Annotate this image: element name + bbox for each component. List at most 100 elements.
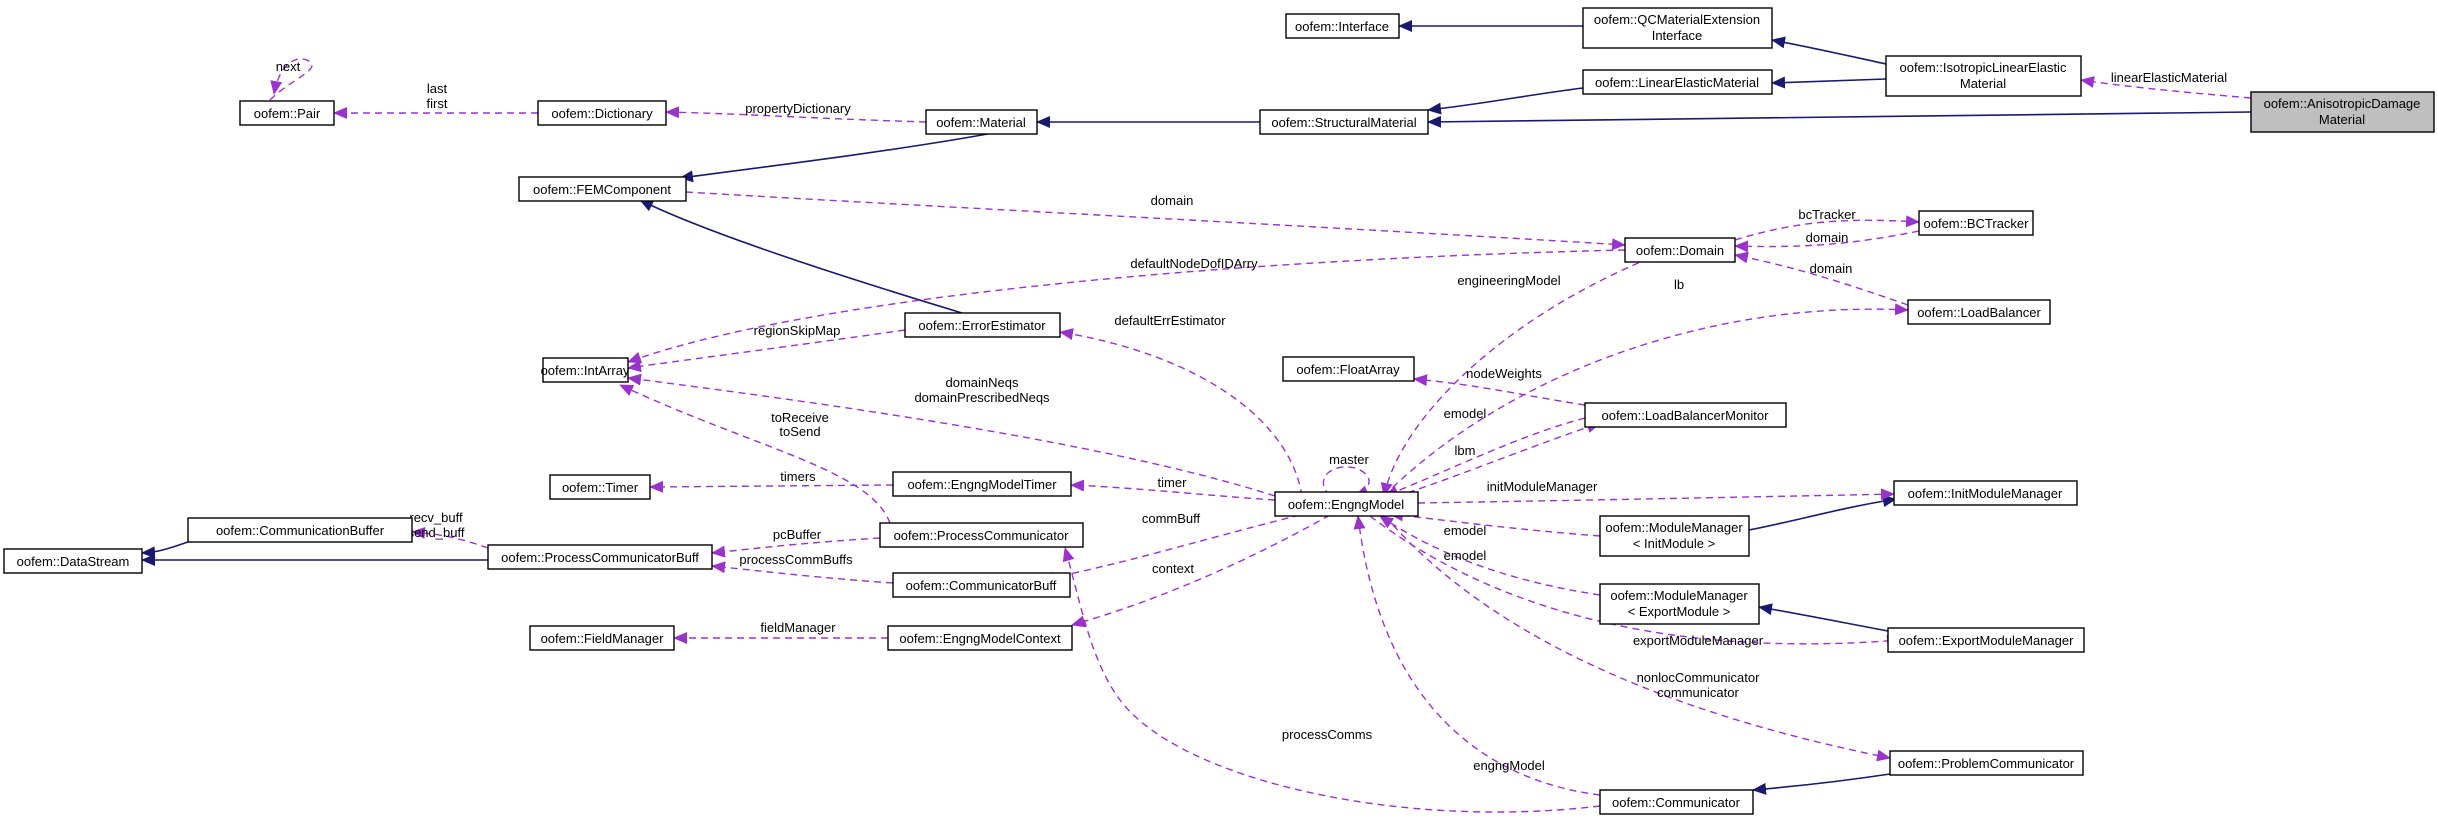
edge-linelastic-structural — [1427, 87, 1584, 115]
node-floatarray[interactable]: oofem::FloatArray — [1282, 356, 1415, 382]
label-context: context — [1152, 561, 1194, 576]
svg-text:oofem::ErrorEstimator: oofem::ErrorEstimator — [918, 318, 1046, 333]
label-regionSkipMap: regionSkipMap — [754, 323, 841, 338]
edge-pcbuff-commbuffer — [411, 526, 489, 549]
node-engngmodeltimer[interactable]: oofem::EngngModelTimer — [892, 471, 1072, 497]
nodes: oofem::Interface oofem::QCMaterialExtens… — [3, 7, 2435, 815]
edge-domain-intarray — [627, 249, 1626, 364]
edge-engngmodel-master — [1322, 466, 1370, 497]
svg-text:oofem::CommunicationBuffer: oofem::CommunicationBuffer — [216, 523, 385, 538]
svg-text:oofem::AnisotropicDamage: oofem::AnisotropicDamage — [2264, 96, 2421, 111]
svg-text:oofem::LoadBalancerMonitor: oofem::LoadBalancerMonitor — [1602, 408, 1770, 423]
label-initModuleManager: initModuleManager — [1487, 479, 1598, 494]
edge-errest-femcomp — [639, 199, 963, 314]
label-send-buff: send_buff — [408, 525, 465, 540]
node-initmodulemanager[interactable]: oofem::InitModuleManager — [1893, 480, 2078, 506]
label-master: master — [1329, 452, 1369, 467]
edge-engngmodel-initmm — [1417, 488, 1895, 504]
edge-mmexport-exportmm — [1758, 603, 1889, 632]
inheritance-edges — [141, 20, 2252, 795]
edge-mminit-initmm — [1748, 495, 1897, 531]
svg-text:oofem::FloatArray: oofem::FloatArray — [1296, 362, 1400, 377]
node-problemcommunicator[interactable]: oofem::ProblemCommunicator — [1889, 750, 2084, 776]
edge-commbuffer-datastream — [141, 541, 189, 559]
node-material[interactable]: oofem::Material — [925, 109, 1038, 135]
edge-proccomm-intarray — [619, 384, 891, 524]
label-first: first — [427, 96, 448, 111]
label-toSend: toSend — [779, 424, 820, 439]
node-anisotropicdamage-material[interactable]: oofem::AnisotropicDamage Material — [2250, 91, 2435, 133]
node-qcmaterialextension-interface[interactable]: oofem::QCMaterialExtension Interface — [1582, 7, 1773, 49]
label-domain-fem: domain — [1151, 193, 1194, 208]
node-engngmodelcontext[interactable]: oofem::EngngModelContext — [887, 625, 1073, 651]
label-domain-bc: domain — [1806, 230, 1849, 245]
label-nodeWeights: nodeWeights — [1466, 366, 1542, 381]
usage-edges — [269, 58, 2252, 813]
node-fieldmanager[interactable]: oofem::FieldManager — [529, 625, 675, 651]
node-processcommunicator[interactable]: oofem::ProcessCommunicator — [879, 522, 1084, 548]
label-domain-lb: domain — [1810, 261, 1853, 276]
edge-engngmodel-enmodeltimer — [1070, 479, 1276, 501]
edge-engngmodel-intarray — [627, 373, 1276, 497]
node-loadbalancer[interactable]: oofem::LoadBalancer — [1907, 299, 2051, 325]
svg-text:oofem::ModuleManager: oofem::ModuleManager — [1610, 588, 1748, 603]
node-loadbalancermonitor[interactable]: oofem::LoadBalancerMonitor — [1584, 402, 1787, 428]
node-interface[interactable]: oofem::Interface — [1285, 13, 1400, 39]
svg-text:Interface: Interface — [1652, 28, 1703, 43]
node-communicator[interactable]: oofem::Communicator — [1599, 789, 1754, 815]
node-femcomponent[interactable]: oofem::FEMComponent — [518, 176, 687, 202]
edge-labels: next last first propertyDictionary linea… — [276, 59, 2228, 773]
node-communicationbuffer[interactable]: oofem::CommunicationBuffer — [187, 517, 413, 543]
node-processcommunicatorbuff[interactable]: oofem::ProcessCommunicatorBuff — [487, 544, 713, 570]
label-domainNeqs: domainNeqs — [946, 375, 1019, 390]
edge-lbmonitor-engngmodel — [1384, 417, 1586, 497]
node-isotropiclinearelastic-material[interactable]: oofem::IsotropicLinearElastic Material — [1885, 55, 2082, 97]
node-bctracker[interactable]: oofem::BCTracker — [1918, 210, 2034, 236]
label-defaultNodeDofIDArry: defaultNodeDofIDArry — [1130, 256, 1258, 271]
node-structuralmaterial[interactable]: oofem::StructuralMaterial — [1259, 109, 1429, 135]
node-errorestimator[interactable]: oofem::ErrorEstimator — [904, 312, 1061, 338]
svg-text:oofem::EngngModelTimer: oofem::EngngModelTimer — [907, 477, 1057, 492]
label-processCommBuffs: processCommBuffs — [739, 552, 853, 567]
label-timer: timer — [1158, 475, 1188, 490]
label-fieldManager: fieldManager — [760, 620, 836, 635]
label-linearElasticMaterial: linearElasticMaterial — [2111, 70, 2227, 85]
edge-domain-bctracker — [1734, 215, 1920, 241]
svg-text:oofem::Interface: oofem::Interface — [1295, 19, 1389, 34]
edge-communicator-proccomm — [1062, 547, 1601, 813]
node-domain[interactable]: oofem::Domain — [1624, 237, 1736, 263]
node-intarray[interactable]: oofem::IntArray — [541, 357, 630, 383]
node-exportmodulemanager[interactable]: oofem::ExportModuleManager — [1887, 627, 2085, 653]
node-modulemanager-exportmodule[interactable]: oofem::ModuleManager < ExportModule > — [1599, 583, 1760, 625]
edge-aniso-structural — [1427, 111, 2252, 128]
label-lbm: lbm — [1455, 443, 1476, 458]
svg-text:oofem::EngngModelContext: oofem::EngngModelContext — [899, 631, 1061, 646]
edge-domain-engngmodel — [1380, 257, 1651, 497]
label-emodel-mme: emodel — [1444, 548, 1487, 563]
node-pair[interactable]: oofem::Pair — [239, 100, 335, 126]
label-defaultErrEstimator: defaultErrEstimator — [1114, 313, 1226, 328]
label-emodel-mmi: emodel — [1444, 523, 1487, 538]
edge-bctracker-domain — [1734, 230, 1920, 253]
node-dictionary[interactable]: oofem::Dictionary — [537, 100, 667, 126]
svg-text:oofem::Domain: oofem::Domain — [1636, 243, 1724, 258]
node-modulemanager-initmodule[interactable]: oofem::ModuleManager < InitModule > — [1599, 515, 1750, 557]
svg-text:oofem::ProcessCommunicatorBuff: oofem::ProcessCommunicatorBuff — [501, 550, 699, 565]
label-engineeringModel: engineeringModel — [1457, 273, 1560, 288]
svg-text:oofem::ModuleManager: oofem::ModuleManager — [1605, 520, 1743, 535]
edge-engngmodel-errest — [1059, 328, 1303, 497]
node-engngmodel[interactable]: oofem::EngngModel — [1274, 491, 1419, 517]
node-datastream[interactable]: oofem::DataStream — [3, 548, 143, 574]
label-lb: lb — [1674, 277, 1684, 292]
svg-text:oofem::InitModuleManager: oofem::InitModuleManager — [1908, 486, 2063, 501]
svg-text:Material: Material — [1960, 76, 2006, 91]
svg-text:oofem::LoadBalancer: oofem::LoadBalancer — [1917, 305, 2041, 320]
node-communicatorbuff[interactable]: oofem::CommunicatorBuff — [892, 572, 1071, 598]
node-timer[interactable]: oofem::Timer — [549, 474, 651, 500]
edge-probcomm-communicator — [1752, 773, 1891, 795]
edge-engngmodel-emcontext — [1071, 514, 1331, 628]
svg-text:oofem::LinearElasticMaterial: oofem::LinearElasticMaterial — [1595, 75, 1759, 90]
edge-pair-next — [269, 58, 313, 101]
node-linearelasticmaterial[interactable]: oofem::LinearElasticMaterial — [1582, 69, 1773, 95]
